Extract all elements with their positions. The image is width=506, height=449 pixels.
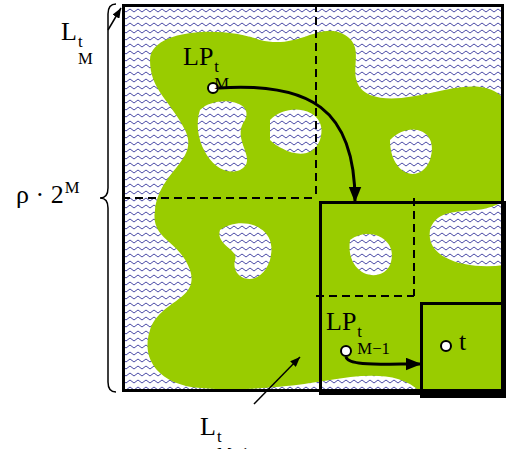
leader-line <box>108 8 121 30</box>
subscript: M <box>214 75 229 92</box>
point-marker: LPtM <box>207 82 219 94</box>
superscript: t <box>78 33 93 50</box>
math-label: LPtM <box>183 44 229 93</box>
index-stack: tM <box>214 58 229 93</box>
math-label: LtM <box>61 19 93 68</box>
superscript: t <box>217 428 249 445</box>
target-square: t <box>420 302 506 398</box>
symbol-base: L <box>200 412 216 441</box>
arrow-connector <box>346 357 420 364</box>
hatched-ground <box>122 4 504 392</box>
dimension-label: ρ · 2M <box>16 180 79 208</box>
symbol-base: LP <box>326 307 356 336</box>
subscript: M−1 <box>357 340 389 357</box>
index-stack: tM−1 <box>357 323 389 358</box>
level-square: LtM−1LPtM−1t <box>319 201 506 395</box>
subscript: M <box>78 50 93 67</box>
math-label: LPtM−1 <box>326 309 390 358</box>
arrow-connector <box>219 87 355 201</box>
point-marker <box>440 340 452 352</box>
symbol-base: ρ · 2 <box>16 180 64 209</box>
index-stack: tM−1 <box>217 428 249 449</box>
green-region <box>147 31 504 392</box>
superscript: t <box>357 323 389 340</box>
point-marker: LPtM−1 <box>340 345 352 357</box>
index-stack: tM <box>78 33 93 68</box>
leader-line <box>254 357 300 404</box>
superscript: t <box>214 58 229 75</box>
math-label: LtM−1 <box>200 414 249 449</box>
quadrant-dashes <box>122 4 414 296</box>
symbol-base: LP <box>183 42 213 71</box>
size-brace <box>100 4 116 392</box>
outer-square: LtMLPtMLtM−1LPtM−1t <box>122 4 504 392</box>
superscript: M <box>65 178 80 197</box>
math-label: t <box>459 329 466 355</box>
symbol-base: L <box>61 17 77 46</box>
symbol-base: t <box>459 327 466 356</box>
subscript: M−1 <box>217 445 249 449</box>
